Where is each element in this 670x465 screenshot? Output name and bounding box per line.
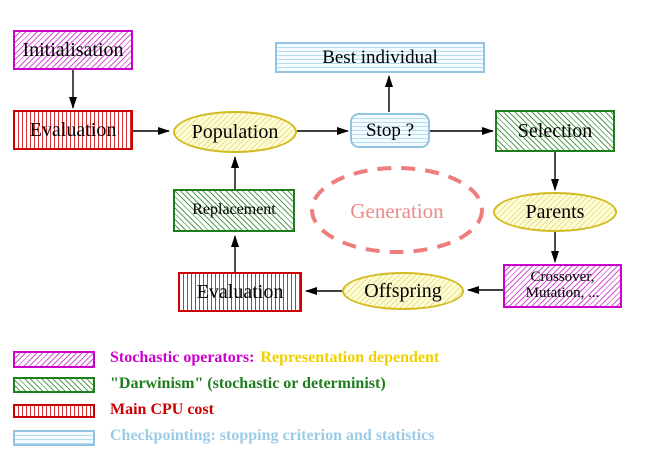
- node-selection: Selection: [495, 110, 615, 152]
- legend-swatch-darwinism: [13, 377, 95, 393]
- legend-label-cpu-cost: Main CPU cost: [110, 401, 214, 418]
- legend-stochastic-text: Stochastic operators:: [110, 349, 255, 366]
- legend-swatch-cpu-cost: [13, 404, 95, 418]
- node-population: Population: [173, 111, 297, 153]
- node-best-individual: Best individual: [275, 42, 485, 73]
- legend-swatch-stochastic-operators: [13, 351, 95, 368]
- legend-swatch-checkpointing: [13, 430, 95, 446]
- legend-representation-text: Representation dependent: [260, 349, 440, 366]
- node-initialisation: Initialisation: [13, 30, 133, 70]
- node-parents: Parents: [493, 192, 617, 232]
- node-replacement: Replacement: [173, 189, 295, 232]
- crossover-line1: Crossover,: [530, 269, 595, 286]
- legend-label-stochastic-operators: Stochastic operators: Representation depe…: [110, 349, 439, 367]
- generation-label: Generation: [350, 198, 444, 223]
- legend-label-checkpointing: Checkpointing: stopping criterion and st…: [110, 427, 435, 444]
- node-stop: Stop ?: [350, 113, 430, 148]
- node-offspring: Offspring: [342, 272, 464, 310]
- crossover-line2: Mutation, ...: [525, 285, 600, 301]
- node-evaluation: Evaluation: [13, 110, 133, 150]
- node-evaluation-2: Evaluation: [178, 272, 302, 312]
- legend-label-darwinism: "Darwinism" (stochastic or determinist): [110, 375, 386, 392]
- generation-dashed-ellipse: [310, 166, 484, 254]
- node-crossover-mutation: Crossover, Mutation, ...: [503, 264, 622, 308]
